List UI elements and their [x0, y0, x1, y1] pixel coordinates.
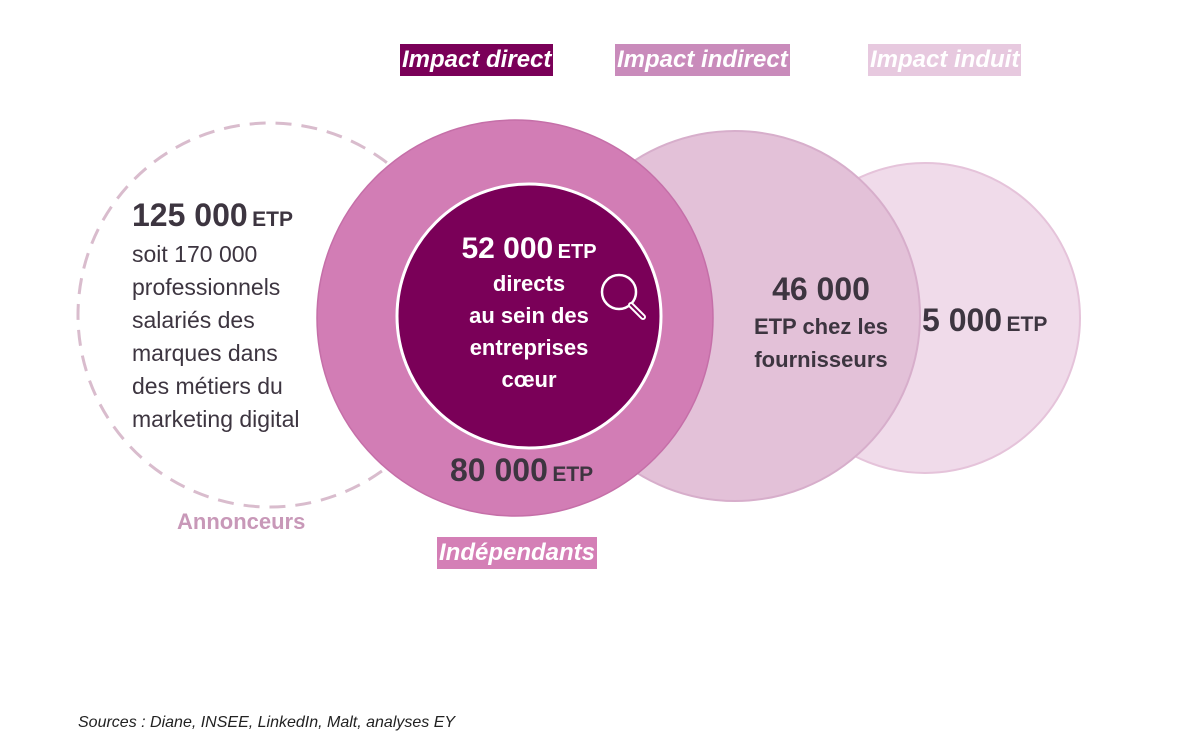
core-description: directs au sein des entreprises cœur — [469, 271, 589, 392]
impact-direct-label: Impact direct — [400, 44, 554, 76]
impact-induit-label: Impact induit — [868, 44, 1022, 76]
indirect-description: ETP chez les fournisseurs — [753, 314, 889, 372]
induit-value-block: 5 000 ETP — [922, 302, 1047, 339]
independants-label: Indépendants — [437, 537, 598, 569]
annonceurs-value: 125 000 — [132, 197, 248, 233]
annonceurs-unit: ETP — [252, 208, 293, 231]
indirect-value: 46 000 — [772, 271, 870, 307]
annonceurs-text: 125 000 ETP soit 170 000 professionnels … — [132, 197, 299, 436]
sources-note: Sources : Diane, INSEE, LinkedIn, Malt, … — [78, 714, 456, 731]
impact-indirect-label: Impact indirect — [615, 44, 790, 76]
independants-value: 80 000 — [450, 452, 548, 488]
induit-value: 5 000 — [922, 302, 1003, 338]
annonceurs-description: soit 170 000 professionnels salariés des… — [132, 241, 300, 432]
independants-unit: ETP — [552, 463, 594, 486]
core-text: 52 000 ETP directs au sein des entrepris… — [419, 232, 639, 396]
annonceurs-label: Annonceurs — [177, 509, 306, 534]
search-icon — [600, 273, 646, 320]
core-value: 52 000 — [461, 232, 554, 265]
indirect-text: 46 000 ETP chez les fournisseurs — [737, 271, 905, 376]
induit-unit: ETP — [1006, 313, 1048, 336]
core-circle — [395, 182, 663, 450]
core-unit: ETP — [557, 241, 597, 263]
independants-value-block: 80 000 ETP — [450, 452, 593, 489]
